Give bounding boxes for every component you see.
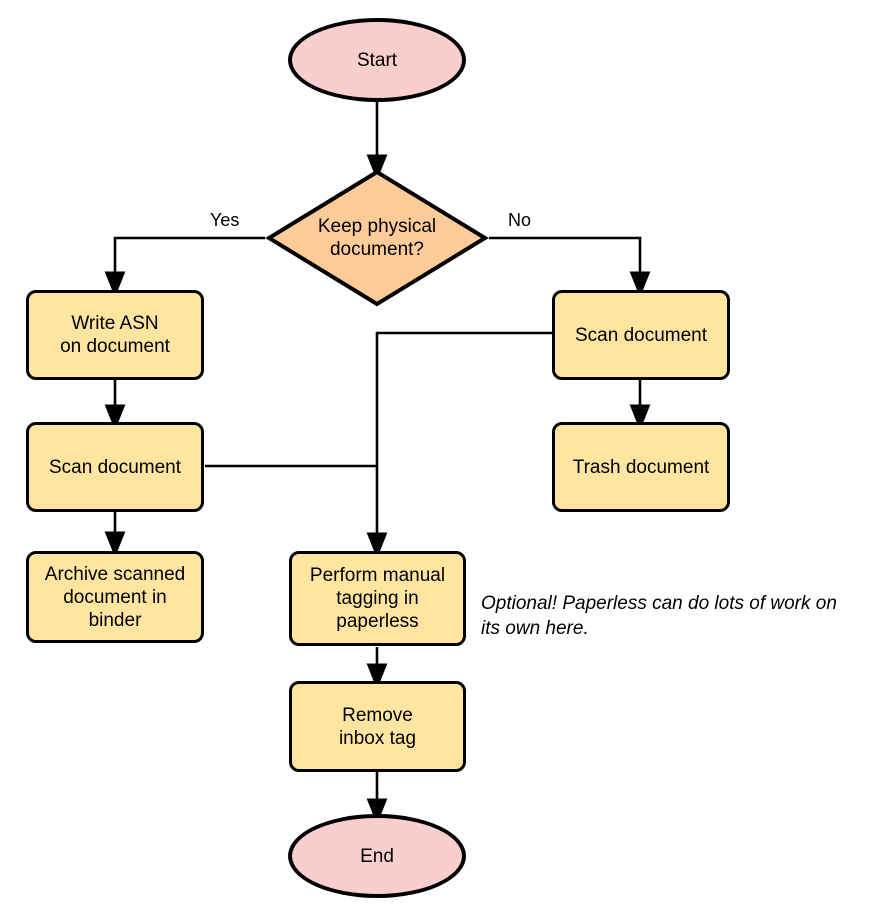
node-archive-label-line3: binder — [88, 609, 142, 631]
node-tagging-label-line1: Perform manual — [309, 565, 446, 586]
node-end[interactable]: End — [288, 814, 466, 898]
decision-diamond-shape — [265, 169, 489, 307]
node-decision-keep-physical-document[interactable]: Keep physical document? — [265, 168, 489, 308]
node-scan-document-right[interactable]: Scan document — [552, 290, 730, 380]
node-write-asn-label-line1: Write ASN — [71, 313, 159, 334]
node-remove-inbox-tag[interactable]: Remove inbox tag — [289, 681, 466, 772]
edge-label-no: No — [508, 210, 532, 230]
node-remove-inbox-label-line2: inbox tag — [338, 727, 417, 749]
annotation-optional-note: Optional! Paperless can do lots of work … — [481, 591, 881, 641]
edge-scan-right-to-tagging — [366, 331, 552, 559]
node-tagging-label-line2: tagging in — [336, 588, 419, 609]
node-scan-document-left[interactable]: Scan document — [26, 422, 204, 512]
edge-decision-yes-to-write-asn — [104, 236, 265, 298]
node-start-label: Start — [356, 49, 398, 71]
node-trash-document[interactable]: Trash document — [552, 422, 730, 512]
node-write-asn-on-document[interactable]: Write ASN on document — [26, 290, 204, 380]
node-end-label: End — [360, 845, 394, 867]
node-tagging-label-line3: paperless — [336, 611, 419, 632]
node-archive-label-line1: Archive scanned — [44, 563, 186, 585]
annotation-line2: its own here. — [481, 618, 589, 639]
node-trash-document-label: Trash document — [572, 456, 710, 478]
node-start[interactable]: Start — [288, 18, 466, 102]
edge-label-yes: Yes — [210, 210, 240, 230]
node-archive-scanned-document[interactable]: Archive scanned document in binder — [26, 551, 204, 643]
edge-decision-no-to-scan-right — [489, 236, 651, 298]
node-remove-inbox-label-line1: Remove — [342, 704, 413, 726]
node-archive-label-line2: document in — [63, 586, 167, 608]
node-write-asn-label-line2: on document — [60, 336, 170, 357]
node-perform-manual-tagging[interactable]: Perform manual tagging in paperless — [289, 551, 466, 646]
node-scan-document-left-label: Scan document — [48, 456, 182, 478]
node-scan-document-right-label: Scan document — [574, 324, 708, 346]
annotation-line1: Optional! Paperless can do lots of work … — [481, 593, 837, 614]
